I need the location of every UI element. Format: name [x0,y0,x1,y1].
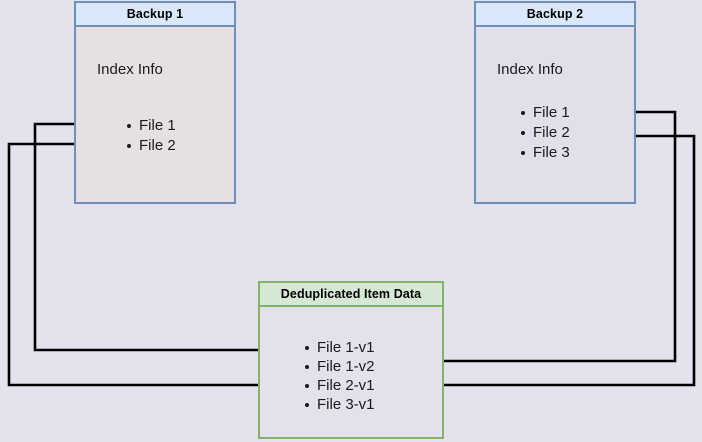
list-item: File 2 [125,136,176,156]
backup-2-file-list: File 1 File 2 File 3 [519,103,570,163]
backup-1-body [76,27,234,202]
list-item: File 3 [519,143,570,163]
list-item: File 1-v2 [303,357,375,376]
list-item: File 1 [519,103,570,123]
backup-2-box[interactable]: Backup 2 [474,1,636,204]
deduplicated-file-list: File 1-v1 File 1-v2 File 2-v1 File 3-v1 [303,338,375,414]
list-item: File 3-v1 [303,395,375,414]
backup-1-file-list: File 1 File 2 [125,116,176,156]
list-item: File 1-v1 [303,338,375,357]
connector-backup1-file2-to-file2v1 [7,142,303,393]
deduplicated-item-data-title: Deduplicated Item Data [260,283,442,307]
backup-1-box[interactable]: Backup 1 [74,1,236,204]
deduplicated-item-data-box[interactable]: Deduplicated Item Data [258,281,444,439]
list-item: File 2 [519,123,570,143]
list-item: File 1 [125,116,176,136]
backup-1-title: Backup 1 [76,3,234,27]
backup-1-index-info-label: Index Info [97,61,163,78]
backup-2-title: Backup 2 [476,3,634,27]
list-item: File 2-v1 [303,376,375,395]
connector-backup2-file2-to-file2v1 [393,134,696,393]
backup-2-index-info-label: Index Info [497,61,563,78]
